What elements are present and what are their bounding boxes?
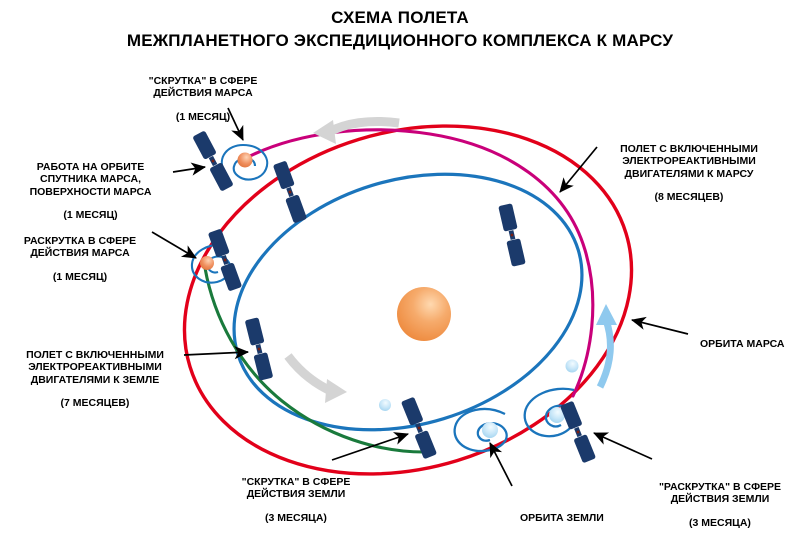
label-flight-to-mars-duration: (8 МЕСЯЦЕВ) xyxy=(654,191,724,204)
spacecraft-2 xyxy=(273,161,307,223)
label-mars-orbit-work-text: РАБОТА НА ОРБИТЕ СПУТНИКА МАРСА, ПОВЕРХН… xyxy=(29,160,152,198)
label-earth-spiral-in-duration: (3 МЕСЯЦА) xyxy=(265,511,327,524)
label-mars-spiral-out-text: РАСКРУТКА В СФЕРЕ ДЕЙСТВИЯ МАРСА xyxy=(23,234,137,260)
leader-mars-spiral-out xyxy=(151,231,197,259)
label-mars-spiral-out-duration: (1 МЕСЯЦ) xyxy=(52,270,108,283)
label-flight-to-earth: ПОЛЕТ С ВКЛЮЧЕННЫМИ ЭЛЕКТРОРЕАКТИВНЫМИ Д… xyxy=(6,336,184,423)
leader-mars-orbit-work xyxy=(172,162,207,176)
earth-marker-b xyxy=(565,359,579,373)
label-mars-spiral-in: "СКРУТКА" В СФЕРЕ ДЕЙСТВИЯ МАРСА (1 МЕСЯ… xyxy=(118,62,288,136)
direction-arrow-gray-bottom xyxy=(284,353,347,403)
direction-arrow-gray-top xyxy=(313,116,400,144)
flight-scheme-graphic xyxy=(151,107,689,487)
label-flight-to-mars: ПОЛЕТ С ВКЛЮЧЕННЫМИ ЭЛЕКТРОРЕАКТИВНЫМИ Д… xyxy=(600,130,778,217)
label-earth-spiral-out-duration: (3 МЕСЯЦА) xyxy=(689,516,751,529)
label-earth-spiral-out: "РАСКРУТКА" В СФЕРЕ ДЕЙСТВИЯ ЗЕМЛИ (3 МЕ… xyxy=(644,468,796,542)
earth-body-center xyxy=(482,422,498,438)
label-earth-orbit-text: ОРБИТА ЗЕМЛИ xyxy=(520,511,604,524)
spacecraft-1 xyxy=(193,131,233,191)
leader-mars-orbit xyxy=(631,316,689,335)
earth-marker-a xyxy=(379,399,391,411)
outbound-trajectory-to-mars xyxy=(244,128,595,398)
mars-orbit-path xyxy=(182,124,634,476)
page-title: СХЕМА ПОЛЕТА МЕЖПЛАНЕТНОГО ЭКСПЕДИЦИОННО… xyxy=(0,6,800,52)
label-earth-orbit: ОРБИТА ЗЕМЛИ xyxy=(520,499,630,524)
label-earth-spiral-in-text: "СКРУТКА" В СФЕРЕ ДЕЙСТВИЯ ЗЕМЛИ xyxy=(241,475,351,501)
label-mars-orbit: ОРБИТА МАРСА xyxy=(700,325,796,350)
leader-flight-to-mars xyxy=(559,146,598,193)
leader-earth-orbit xyxy=(489,442,513,487)
label-mars-orbit-work: РАБОТА НА ОРБИТЕ СПУТНИКА МАРСА, ПОВЕРХН… xyxy=(8,148,173,235)
leader-mars-spiral-in xyxy=(227,107,244,141)
label-mars-orbit-work-duration: (1 МЕСЯЦ) xyxy=(63,209,118,222)
spacecraft-5 xyxy=(401,397,437,459)
leader-flight-to-earth xyxy=(183,346,250,360)
mars-body-left xyxy=(200,256,214,270)
title-line-2: МЕЖПЛАНЕТНОГО ЭКСПЕДИЦИОННОГО КОМПЛЕКСА … xyxy=(126,31,674,50)
label-mars-spiral-in-duration: (1 МЕСЯЦ) xyxy=(175,110,231,123)
label-mars-spiral-in-text: "СКРУТКА" В СФЕРЕ ДЕЙСТВИЯ МАРСА xyxy=(148,74,258,100)
spacecraft-4 xyxy=(245,317,273,381)
return-trajectory-to-earth xyxy=(203,266,426,454)
label-flight-to-mars-text: ПОЛЕТ С ВКЛЮЧЕННЫМИ ЭЛЕКТРОРЕАКТИВНЫМИ Д… xyxy=(620,142,758,180)
label-flight-to-earth-duration: (7 МЕСЯЦЕВ) xyxy=(60,397,130,410)
title-line-1: СХЕМА ПОЛЕТА xyxy=(331,8,469,27)
spacecraft-3 xyxy=(208,229,242,291)
spacecraft-7 xyxy=(498,203,526,267)
direction-arrow-blue-right xyxy=(596,304,617,389)
leader-earth-spiral-out xyxy=(593,432,653,460)
label-mars-orbit-text: ОРБИТА МАРСА xyxy=(700,337,785,350)
diagram-canvas: СХЕМА ПОЛЕТА МЕЖПЛАНЕТНОГО ЭКСПЕДИЦИОННО… xyxy=(0,6,800,529)
earth-spiral-in-node xyxy=(453,407,508,453)
leader-earth-spiral-in xyxy=(331,432,409,461)
earth-body-right-lower xyxy=(549,407,565,423)
spacecraft-6 xyxy=(560,401,596,463)
label-flight-to-earth-text: ПОЛЕТ С ВКЛЮЧЕННЫМИ ЭЛЕКТРОРЕАКТИВНЫМИ Д… xyxy=(26,348,164,386)
sun xyxy=(397,287,451,341)
label-mars-spiral-out: РАСКРУТКА В СФЕРЕ ДЕЙСТВИЯ МАРСА (1 МЕСЯ… xyxy=(4,222,156,296)
label-earth-spiral-out-text: "РАСКРУТКА" В СФЕРЕ ДЕЙСТВИЯ ЗЕМЛИ xyxy=(658,480,782,506)
mars-spiral-in-node xyxy=(220,143,269,181)
mars-body-top xyxy=(237,152,253,168)
label-earth-spiral-in: "СКРУТКА" В СФЕРЕ ДЕЙСТВИЯ ЗЕМЛИ (3 МЕСЯ… xyxy=(216,463,376,537)
